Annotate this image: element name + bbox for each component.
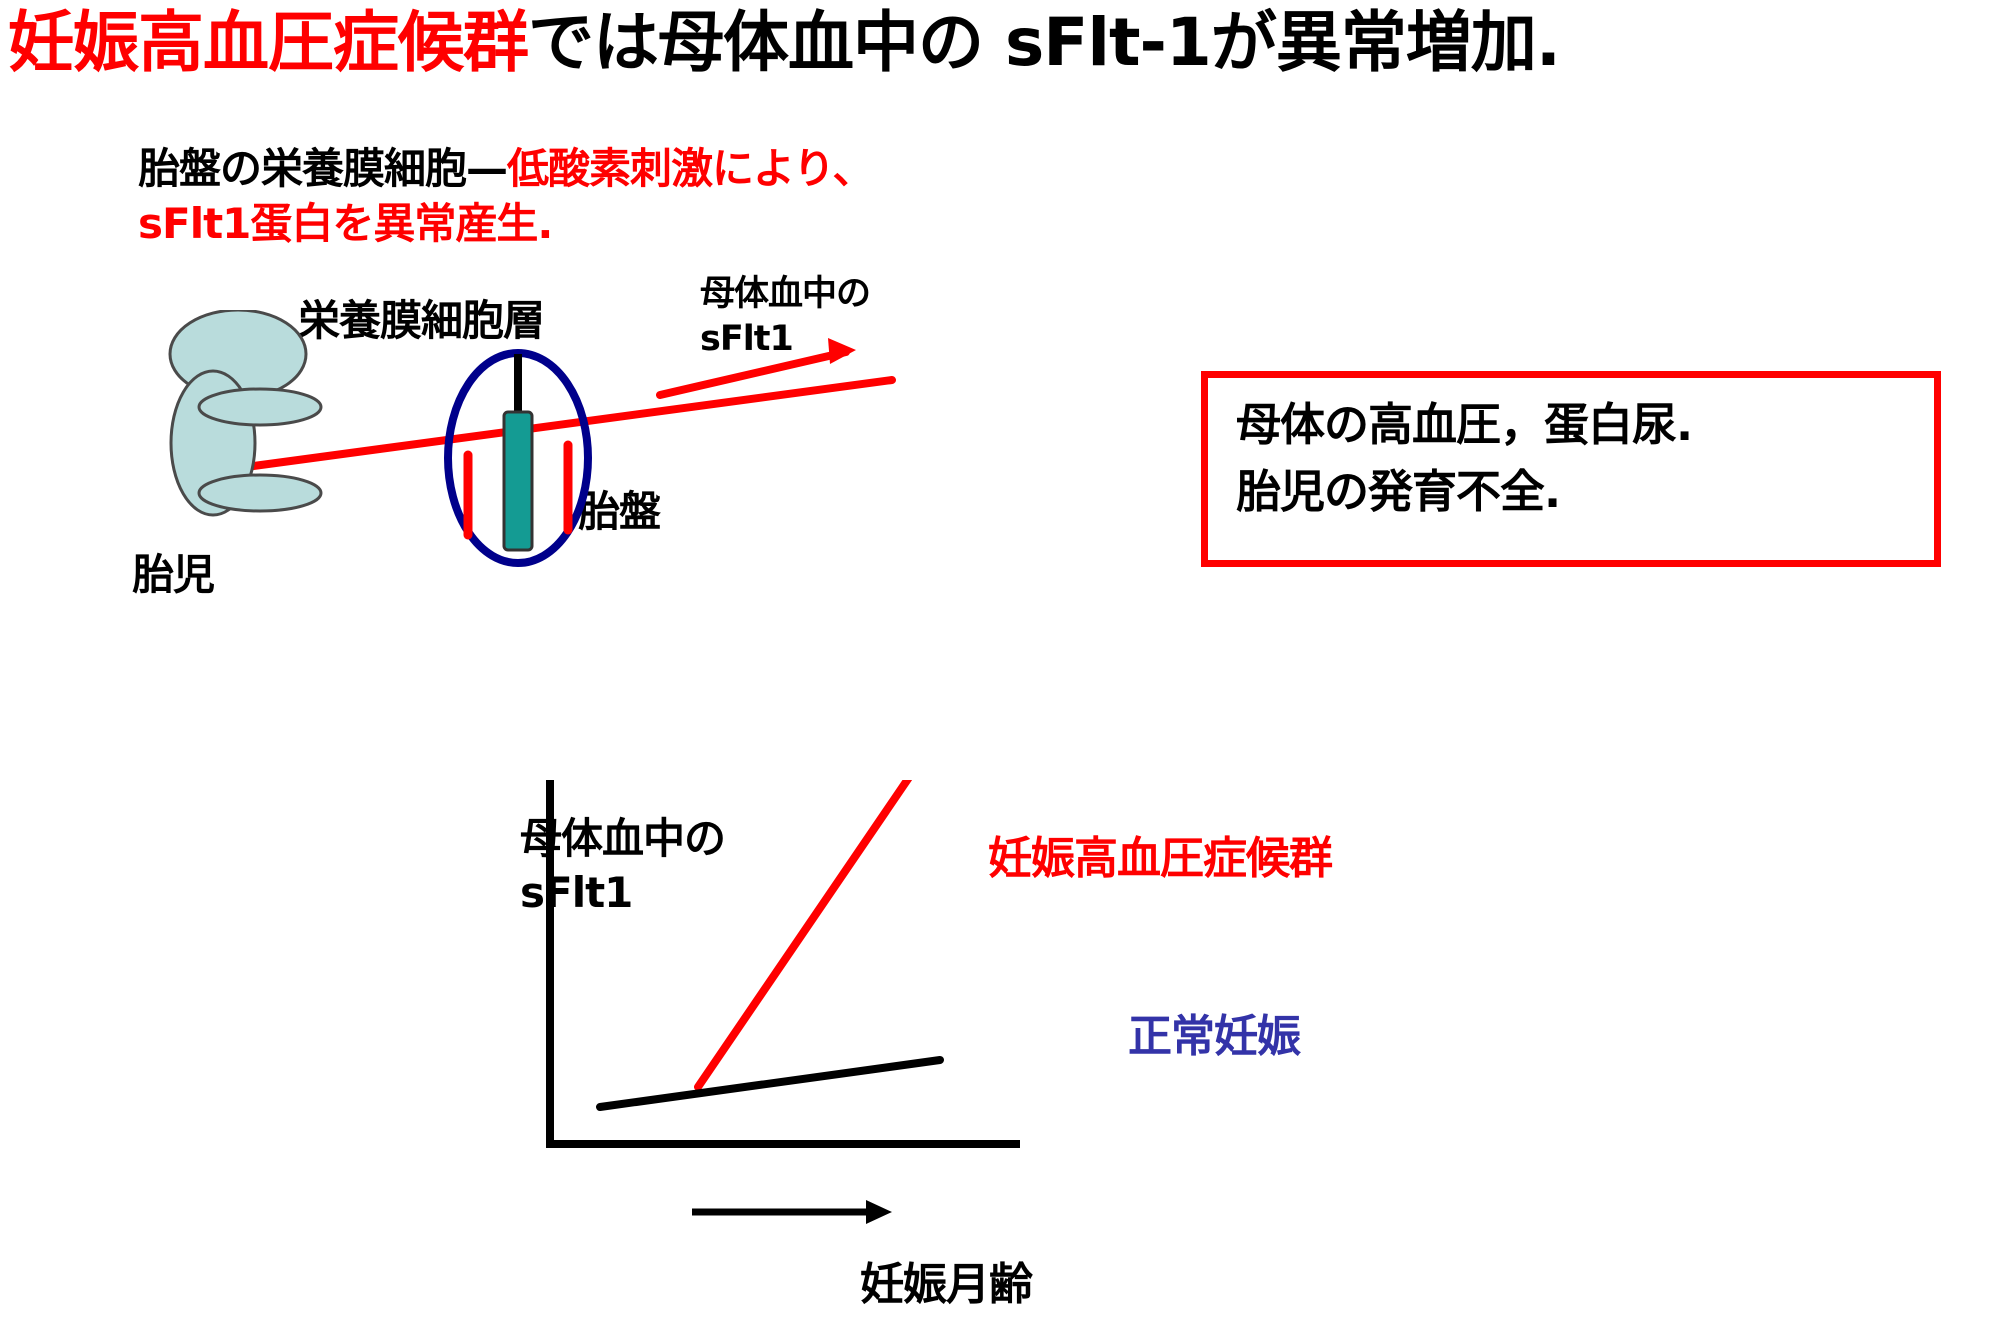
- chart-legend-hypertension: 妊娠高血圧症候群: [988, 833, 1333, 884]
- subtitle-line-2: sFlt1蛋白を異常産生.: [138, 197, 1138, 252]
- chart-x-axis-label: 妊娠月齢: [860, 1259, 1033, 1310]
- placenta-ellipse-icon: [444, 349, 592, 567]
- outcome-line-2: 胎児の発育不全.: [1236, 464, 1561, 518]
- sflt1-flow-arrow-icon: [220, 338, 896, 474]
- subtitle-line-1-red: 低酸素刺激により、: [507, 144, 874, 193]
- maternal-sflt1-label: 母体血中の sFlt1: [700, 272, 871, 362]
- chart-y-axis-label-line-2: sFlt1: [520, 867, 633, 917]
- maternal-sflt1-label-line-2: sFlt1: [700, 318, 794, 359]
- subtitle-line-2-red: sFlt1蛋白を異常産生.: [138, 198, 553, 248]
- fetus-icon: [168, 310, 323, 517]
- sflt1-vs-gestation-chart: [546, 780, 1020, 1224]
- fetus-label: 胎児: [132, 550, 215, 599]
- chart-legend-normal-pregnancy: 正常妊娠: [1128, 1011, 1301, 1062]
- page-title-rest: では母体血中の sFlt-1が異常増加.: [528, 4, 1561, 81]
- chart-y-axis-label: 母体血中の sFlt1: [520, 812, 726, 920]
- outcome-box: 母体の高血圧，蛋白尿. 胎児の発育不全.: [1201, 371, 1941, 567]
- maternal-sflt1-label-line-1: 母体血中の: [700, 274, 871, 314]
- outcome-line-1: 母体の高血圧，蛋白尿.: [1236, 398, 1693, 451]
- page-title-highlight: 妊娠高血圧症候群: [8, 4, 529, 81]
- trophoblast-layer-label: 栄養膜細胞層: [298, 296, 545, 345]
- subtitle-block: 胎盤の栄養膜細胞—低酸素刺激により、 sFlt1蛋白を異常産生.: [138, 142, 1138, 251]
- placenta-label: 胎盤: [578, 487, 661, 536]
- subtitle-line-1: 胎盤の栄養膜細胞—低酸素刺激により、: [138, 142, 1138, 197]
- page-title: 妊娠高血圧症候群では母体血中の sFlt-1が異常増加.: [8, 8, 1988, 77]
- subtitle-line-1-black: 胎盤の栄養膜細胞—: [138, 144, 508, 193]
- chart-y-axis-label-line-1: 母体血中の: [520, 814, 726, 863]
